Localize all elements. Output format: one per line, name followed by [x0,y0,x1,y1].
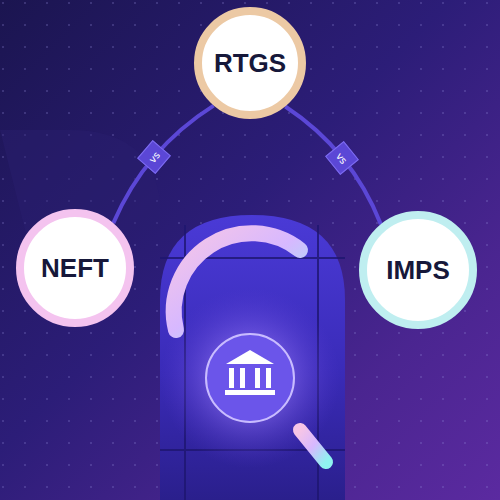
arch-window [160,215,345,500]
edge-label: vs [147,149,163,165]
connector-arc [113,106,213,224]
node-label: IMPS [386,255,450,286]
bank-badge [206,334,294,422]
window-grid [160,225,345,500]
circle-node: RTGS [194,7,306,119]
bank-icon [225,350,275,395]
circle-node: NEFT [16,209,134,327]
circle-node: IMPS [359,211,477,329]
connector-arc [285,106,381,224]
magnifier-ring [174,233,300,330]
glow [160,288,340,468]
magnifier-handle [300,430,326,462]
node-label: RTGS [214,48,286,79]
node-label: NEFT [41,253,109,284]
edge-label: vs [335,150,351,166]
